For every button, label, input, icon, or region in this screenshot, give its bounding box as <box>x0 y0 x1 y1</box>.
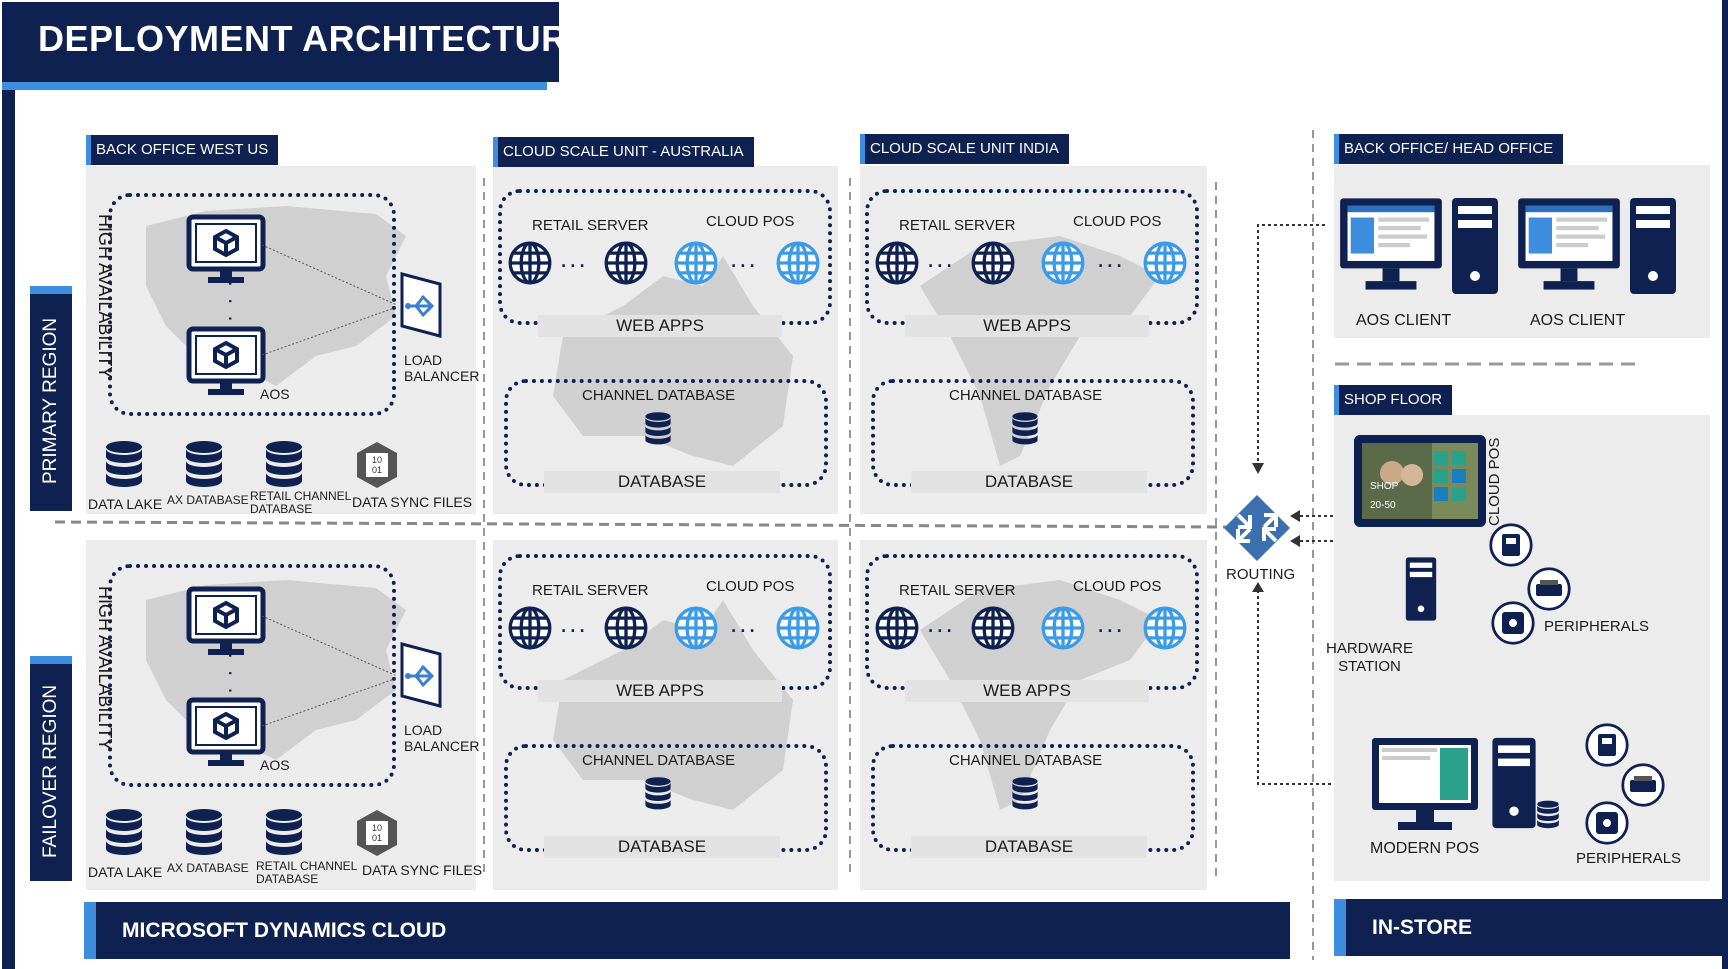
aos-label: AOS <box>260 757 290 773</box>
database-label: DATABASE <box>911 836 1147 858</box>
aos-label: AOS <box>260 386 290 402</box>
title-bar <box>2 2 559 82</box>
tower-icon <box>1450 196 1500 296</box>
india-panel-primary <box>860 166 1207 514</box>
peripheral-drawer <box>1584 800 1630 846</box>
footer-microsoft-dynamics-cloud: MICROSOFT DYNAMICS CLOUD <box>84 902 1290 959</box>
data-lake-label: DATA LAKE <box>88 496 163 512</box>
lb-connector-lines <box>262 616 398 726</box>
ellipsis: ... <box>927 243 955 273</box>
database-icon <box>1536 800 1560 830</box>
ellipsis: ... <box>1097 608 1125 638</box>
cloud-pos-label: CLOUD POS <box>706 213 795 230</box>
footer-in-store: IN-STORE <box>1334 899 1728 956</box>
cloud-pos-vertical-label: CLOUD POS <box>1486 437 1503 526</box>
peripherals-label: PERIPHERALS <box>1576 850 1682 867</box>
ellipsis: ... <box>730 243 758 273</box>
ellipsis: ... <box>730 608 758 638</box>
australia-header: CLOUD SCALE UNIT - AUSTRALIA <box>493 137 754 167</box>
high-availability-label-primary: HIGH AVAILABILITY <box>95 214 115 379</box>
primary-region-bar <box>30 286 72 511</box>
india-header: CLOUD SCALE UNIT INDIA <box>860 134 1069 164</box>
web-apps-label: WEB APPS <box>905 315 1149 337</box>
tower-icon <box>1490 736 1538 830</box>
aos-connector-dots: · · · <box>219 280 244 325</box>
retail-server-label: RETAIL SERVER <box>532 582 649 599</box>
peripheral-card-reader <box>1488 522 1534 568</box>
ellipsis: ... <box>560 608 588 638</box>
ellipsis: ... <box>560 243 588 273</box>
tower-icon <box>1628 196 1678 296</box>
page-title: DEPLOYMENT ARCHITECTURE <box>38 18 593 59</box>
channel-database-label: CHANNEL DATABASE <box>949 387 1103 404</box>
channel-database-label: CHANNEL DATABASE <box>582 387 736 404</box>
routing-icon <box>1224 495 1290 561</box>
retail-server-label: RETAIL SERVER <box>532 217 649 234</box>
tablet-shop-text: SHOP <box>1370 481 1399 492</box>
desktop-icon <box>1338 196 1444 292</box>
aos-client-label: AOS CLIENT <box>1356 312 1452 329</box>
right-rule <box>1722 0 1728 969</box>
data-sync-files-label: DATA SYNC FILES <box>352 494 473 510</box>
web-apps-label: WEB APPS <box>538 680 782 702</box>
peripheral-drawer <box>1490 600 1536 646</box>
tablet-shop-text2: 20-50 <box>1370 500 1396 511</box>
modern-pos-label: MODERN POS <box>1370 840 1480 857</box>
tower-icon <box>1404 556 1438 622</box>
desktop-icon <box>1372 738 1478 830</box>
database-label: DATABASE <box>544 471 780 493</box>
left-rule <box>2 90 15 969</box>
channel-database-label: CHANNEL DATABASE <box>949 752 1103 769</box>
ax-database-label: AX DATABASE <box>167 493 249 507</box>
back-office-west-header: BACK OFFICE WEST US <box>86 135 279 165</box>
data-sync-files-label: DATA SYNC FILES <box>362 862 483 878</box>
channel-database-label: CHANNEL DATABASE <box>582 752 736 769</box>
peripheral-printer <box>1526 566 1572 612</box>
cloud-pos-label: CLOUD POS <box>1073 213 1162 230</box>
australia-panel-failover <box>493 540 838 890</box>
web-apps-label: WEB APPS <box>538 315 782 337</box>
high-availability-box-failover <box>108 564 396 787</box>
ellipsis: ... <box>1097 243 1125 273</box>
database-label: DATABASE <box>544 836 780 858</box>
cloud-pos-label: CLOUD POS <box>1073 578 1162 595</box>
peripheral-card-reader <box>1584 722 1630 768</box>
aos-connector-dots: · · · <box>219 652 244 697</box>
ellipsis: ... <box>927 608 955 638</box>
aos-client-label: AOS CLIENT <box>1530 312 1626 329</box>
high-availability-box-primary <box>108 193 396 416</box>
shop-floor-header: SHOP FLOOR <box>1334 385 1453 415</box>
ax-database-label: AX DATABASE <box>167 861 249 875</box>
failover-region-bar <box>30 656 72 881</box>
data-lake-label: DATA LAKE <box>88 864 163 880</box>
cloud-pos-label: CLOUD POS <box>706 578 795 595</box>
peripherals-label: PERIPHERALS <box>1544 618 1650 635</box>
routing-label: ROUTING <box>1226 566 1296 583</box>
head-office-header: BACK OFFICE/ HEAD OFFICE <box>1334 134 1564 164</box>
peripheral-printer <box>1620 762 1666 808</box>
web-apps-label: WEB APPS <box>905 680 1149 702</box>
high-availability-label-failover: HIGH AVAILABILITY <box>95 586 115 751</box>
database-label: DATABASE <box>911 471 1147 493</box>
desktop-icon <box>1516 196 1622 292</box>
lb-connector-lines <box>262 245 398 355</box>
australia-panel-primary <box>493 166 838 514</box>
tablet-icon <box>1354 435 1486 527</box>
retail-server-label: RETAIL SERVER <box>899 217 1016 234</box>
retail-server-label: RETAIL SERVER <box>899 582 1016 599</box>
